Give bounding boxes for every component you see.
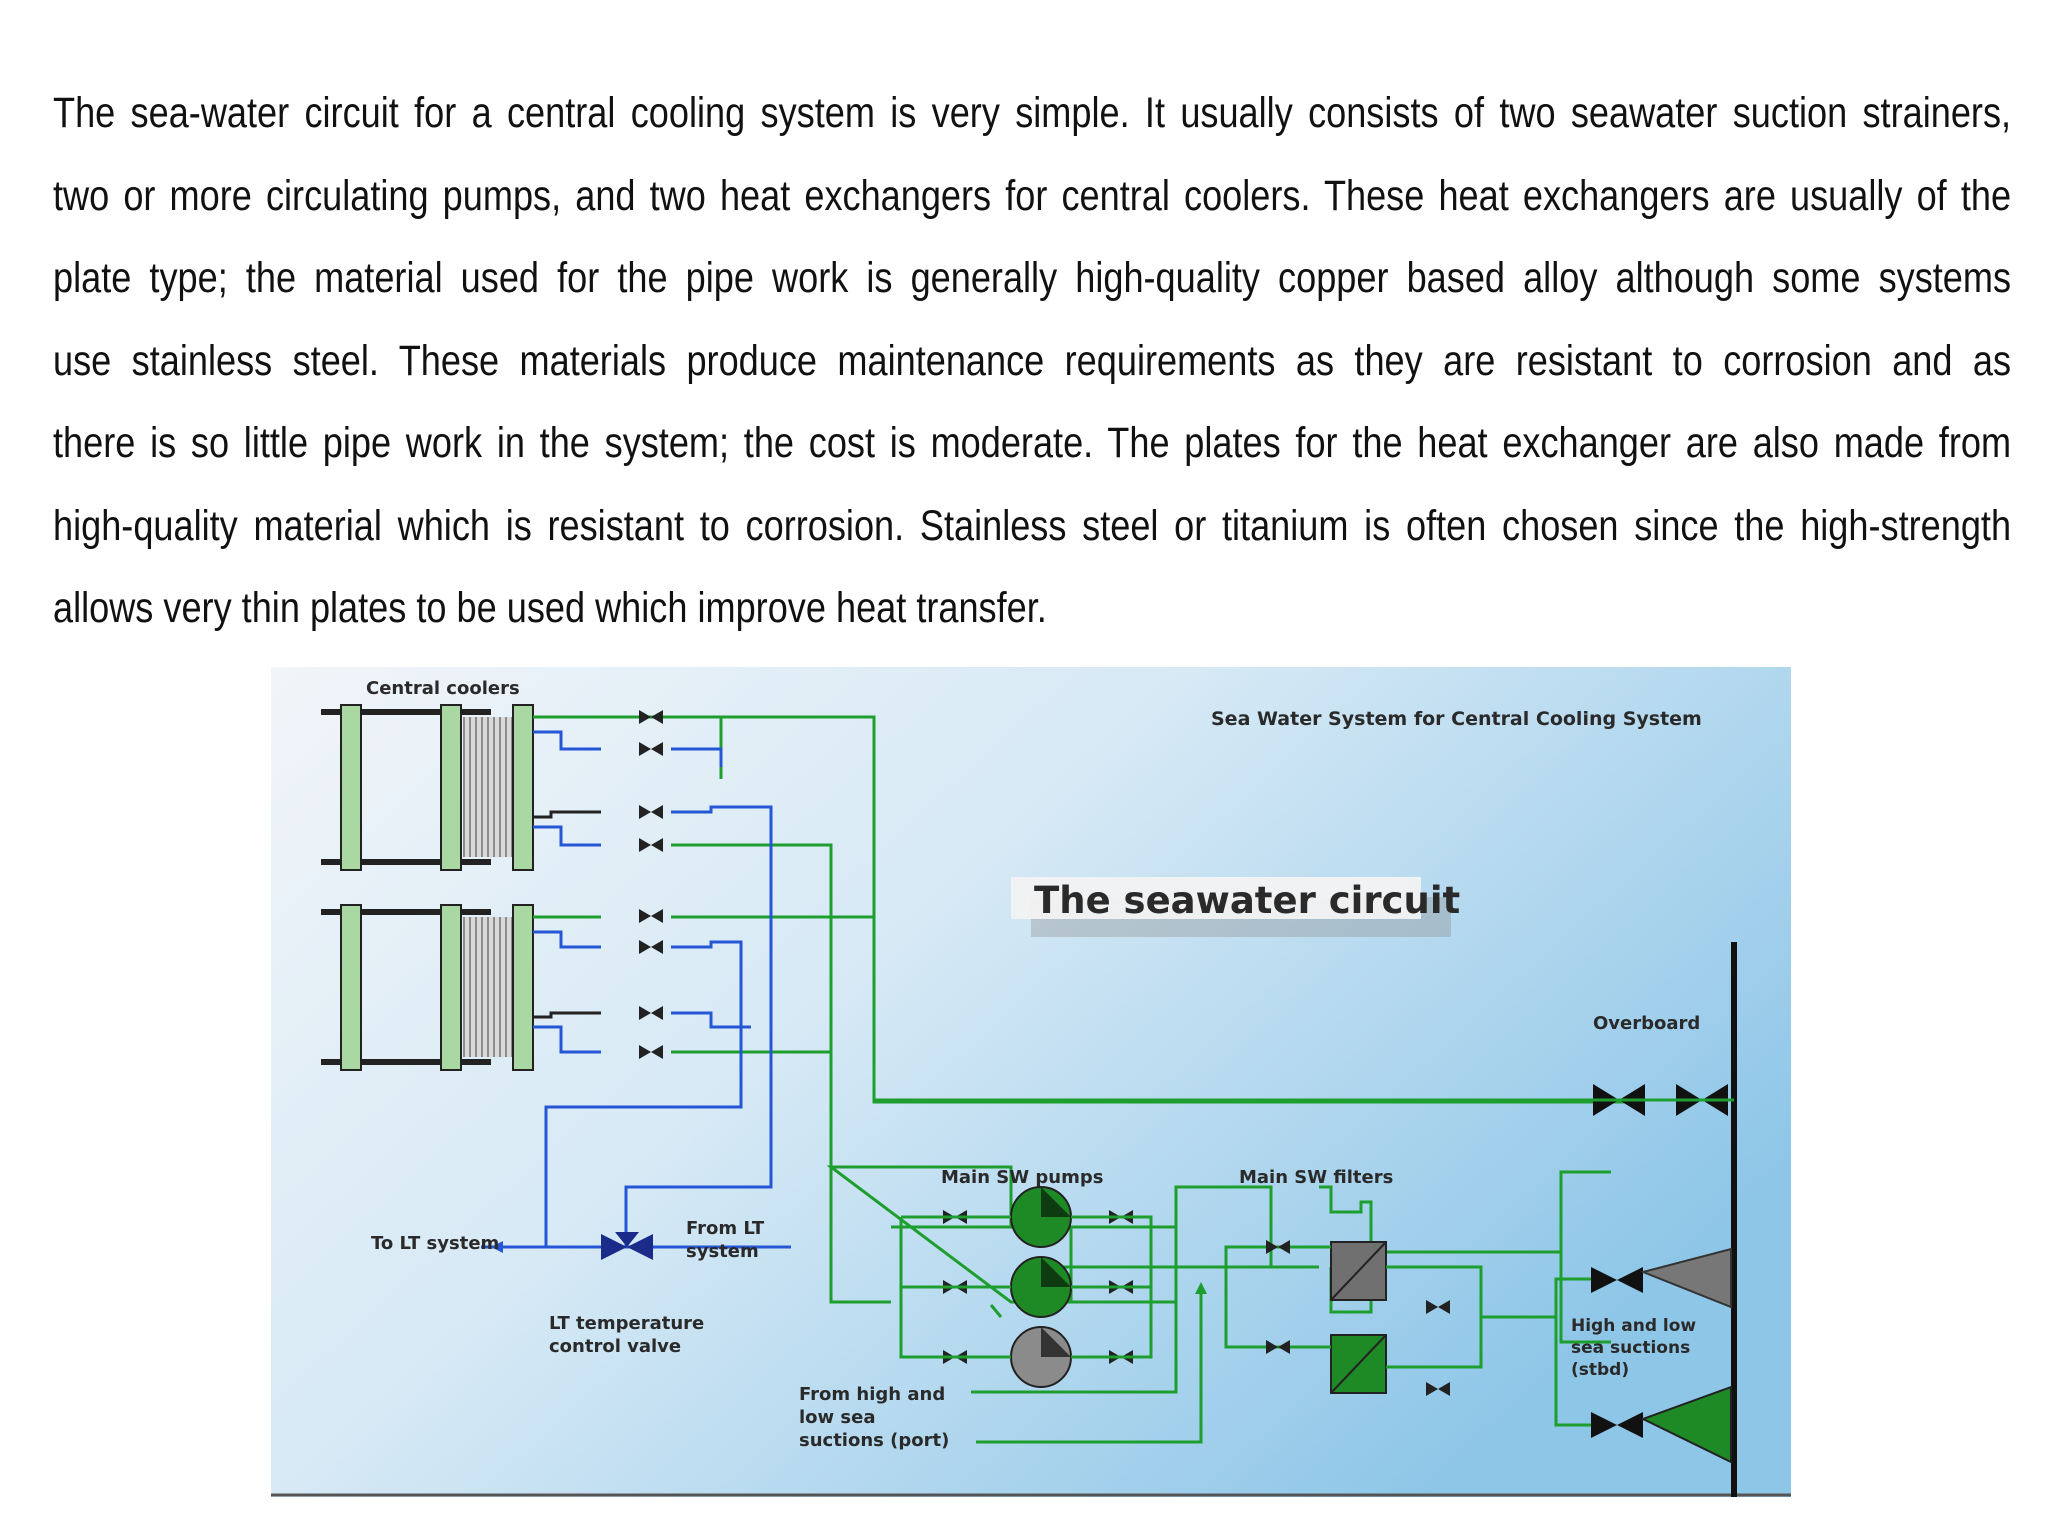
label-overboard: Overboard: [1593, 1013, 1700, 1034]
paragraph-line: two or more circulating pumps, and two h…: [53, 171, 2012, 220]
paragraph-line: use stainless steel. These materials pro…: [53, 336, 2012, 385]
paragraph-line: high-quality material which is resistant…: [53, 501, 2012, 550]
cooler-valves: [639, 710, 663, 1059]
stbd-suction-lower: [1591, 1385, 1732, 1464]
filter-manifold: [1224, 1245, 1556, 1369]
label-stbd-suctions-2: sea suctions: [1571, 1338, 1690, 1358]
caption-box: The seawater circuit: [1011, 877, 1460, 937]
label-from-port-suctions-3: suctions (port): [799, 1430, 949, 1451]
paragraph-line: there is so little pipe work in the syst…: [53, 419, 2012, 467]
sw-pump-2: [1010, 1256, 1072, 1318]
label-stbd-suctions-3: (stbd): [1571, 1360, 1629, 1380]
label-main-sw-filters: Main SW filters: [1239, 1167, 1393, 1188]
label-from-lt-system-2: system: [686, 1241, 759, 1262]
central-cooler-1: [321, 704, 534, 871]
seawater-circuit-diagram: Sea Water System for Central Cooling Sys…: [271, 667, 1791, 1497]
paragraph-line: plate type; the material used for the pi…: [53, 254, 2012, 302]
lt-temperature-control-valve: [601, 1232, 653, 1260]
diagram-title: Sea Water System for Central Cooling Sys…: [1211, 708, 1702, 730]
label-stbd-suctions-1: High and low: [1571, 1316, 1696, 1336]
sw-filter-2: [1330, 1334, 1387, 1394]
label-lt-valve-2: control valve: [549, 1336, 681, 1357]
label-lt-valve-1: LT temperature: [549, 1313, 704, 1334]
label-from-port-suctions-2: low sea: [799, 1407, 876, 1428]
stbd-suction-upper: [1591, 1247, 1732, 1309]
body-paragraph: The sea-water circuit for a central cool…: [53, 72, 2011, 650]
label-from-port-suctions-1: From high and: [799, 1384, 945, 1405]
pump-manifold: [899, 1215, 1153, 1359]
label-central-coolers: Central coolers: [366, 678, 520, 699]
paragraph-line: The sea-water circuit for a central cool…: [53, 89, 2012, 137]
filter-valves: [1266, 1240, 1450, 1396]
paragraph-line: allows very thin plates to be used which…: [53, 584, 1047, 632]
label-to-lt-system: To LT system: [371, 1233, 499, 1254]
caption-text: The seawater circuit: [1034, 879, 1460, 922]
central-cooler-2: [321, 904, 534, 1071]
seawater-pipes: [671, 715, 1631, 1394]
sw-pump-1: [1010, 1186, 1072, 1248]
label-from-lt-system-1: From LT: [686, 1218, 765, 1239]
sw-pump-3: [1010, 1326, 1072, 1388]
label-main-sw-pumps: Main SW pumps: [941, 1167, 1103, 1188]
sw-filter-1: [1330, 1241, 1387, 1301]
